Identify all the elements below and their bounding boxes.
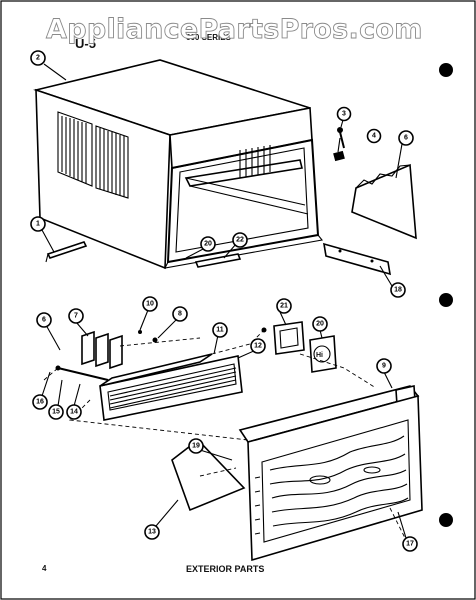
clip-part-4 (333, 150, 345, 162)
callout-9: 9 (376, 358, 392, 374)
svg-text:18: 18 (394, 287, 402, 294)
svg-text:22: 22 (236, 237, 244, 244)
svg-text:4: 4 (372, 133, 376, 140)
svg-text:15: 15 (52, 409, 60, 416)
bracket-part-1 (45, 241, 88, 263)
svg-text:14: 14 (70, 409, 78, 416)
rod-part-15 (55, 365, 109, 381)
svg-text:8: 8 (178, 311, 182, 318)
callout-3: 3 (336, 106, 352, 122)
callout-6a: 6 (398, 130, 414, 146)
svg-text:7: 7 (74, 313, 78, 320)
filter-part-13 (171, 438, 246, 512)
support-rail-part-18 (323, 242, 391, 276)
svg-text:10: 10 (146, 301, 154, 308)
callout-13: 13 (144, 524, 160, 540)
rear-louvers (239, 145, 271, 178)
callout-7: 7 (68, 308, 84, 324)
svg-text:16: 16 (36, 399, 44, 406)
callout-19: 19 (188, 438, 204, 454)
leader-lines (41, 63, 407, 539)
svg-text:1: 1 (36, 221, 40, 228)
svg-text:6: 6 (404, 135, 408, 142)
svg-text:20: 20 (204, 241, 212, 248)
callout-8a: 8 (172, 306, 188, 322)
callout-10: 10 (142, 296, 158, 312)
cabinet-wrapper (33, 59, 324, 270)
nameplate-text: Hi (316, 352, 323, 359)
callout-14: 14 (66, 404, 82, 420)
binder-hole-middle (439, 293, 453, 307)
callout-12: 12 (250, 338, 266, 354)
callout-16: 16 (32, 394, 48, 410)
callout-21: 21 (276, 298, 292, 314)
model-series: 600 SERIES (186, 33, 232, 42)
svg-text:11: 11 (216, 327, 224, 334)
page-caption: EXTERIOR PARTS (186, 564, 264, 574)
svg-text:17: 17 (406, 541, 414, 548)
page-number: 4 (42, 564, 47, 573)
callout-6b: 6 (36, 312, 52, 328)
callout-2: 2 (30, 50, 46, 66)
callout-20: 20 (200, 236, 216, 252)
callout-1: 1 (30, 216, 46, 232)
callout-22: 22 (232, 232, 248, 248)
binder-hole-bottom (439, 513, 453, 527)
screw-part-8a (152, 337, 158, 343)
callout-17: 17 (402, 536, 418, 552)
callout-11: 11 (212, 322, 228, 338)
front-panel-part-9 (238, 385, 423, 562)
svg-text:19: 19 (192, 443, 200, 450)
figure-code: U-5 (75, 36, 96, 51)
svg-text:13: 13 (148, 529, 156, 536)
watermark: AppliancePartsPros.com (46, 14, 423, 45)
svg-text:9: 9 (382, 363, 386, 370)
alignment-lines (43, 329, 407, 541)
nameplate-part-20: Hi (309, 335, 337, 373)
callout-15: 15 (48, 404, 64, 420)
insulation-pad-part-6a (351, 163, 417, 240)
svg-text:20: 20 (316, 321, 324, 328)
svg-text:21: 21 (280, 303, 288, 310)
svg-text:12: 12 (254, 343, 262, 350)
binder-hole-top (439, 63, 453, 77)
side-louvers-right (95, 125, 129, 199)
screw-part-3 (337, 127, 345, 149)
callout-20b: 20 (312, 316, 328, 332)
louver-vanes-part-7 (81, 330, 201, 370)
svg-text:6: 6 (42, 317, 46, 324)
callout-4: 4 (366, 128, 382, 144)
side-louvers-left (57, 111, 93, 187)
svg-text:2: 2 (36, 55, 40, 62)
callout-18a: 18 (390, 282, 406, 298)
control-frame-part-21 (261, 321, 305, 355)
pin-part-10 (138, 330, 142, 334)
svg-text:3: 3 (342, 111, 346, 118)
